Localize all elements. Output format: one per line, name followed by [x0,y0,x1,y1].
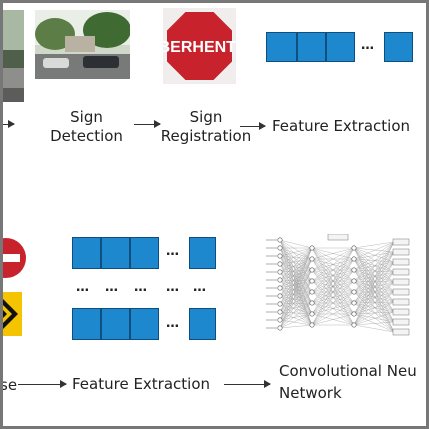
step-label-fragment: se [0,376,18,394]
street-scene-photo [35,10,130,79]
feature-block [189,308,216,340]
stop-sign-image: BERHENTI [159,8,240,84]
ellipsis: … [193,280,207,295]
feature-block [130,237,159,269]
street-photo-cropped [0,10,24,102]
ellipsis: … [166,280,180,295]
feature-block [266,32,297,62]
ellipsis: … [166,316,180,331]
diamond-warning-sign-image [0,292,22,336]
ellipsis: … [166,244,180,259]
arrow-right-icon [0,120,15,128]
arrow-right-icon [134,120,161,128]
no-entry-sign-image [0,236,26,282]
step-label-feature-extraction-bottom: Feature Extraction [72,375,211,393]
feature-block [326,32,355,62]
feature-block [189,237,216,269]
feature-block [72,237,101,269]
neural-network-diagram [266,233,426,344]
ellipsis: … [76,280,90,295]
arrow-right-icon [240,122,266,130]
feature-block [384,32,413,62]
arrow-right-icon [224,380,271,388]
feature-block [130,308,159,340]
ellipsis: … [134,280,148,295]
feature-block [72,308,101,340]
stop-sign-text: BERHENTI [163,39,236,56]
arrow-right-icon [18,380,67,388]
feature-block [101,308,130,340]
step-label-feature-extraction: Feature Extraction [272,117,411,135]
ellipsis: … [105,280,119,295]
feature-block [297,32,326,62]
ellipsis: … [361,38,375,53]
feature-block [101,237,130,269]
